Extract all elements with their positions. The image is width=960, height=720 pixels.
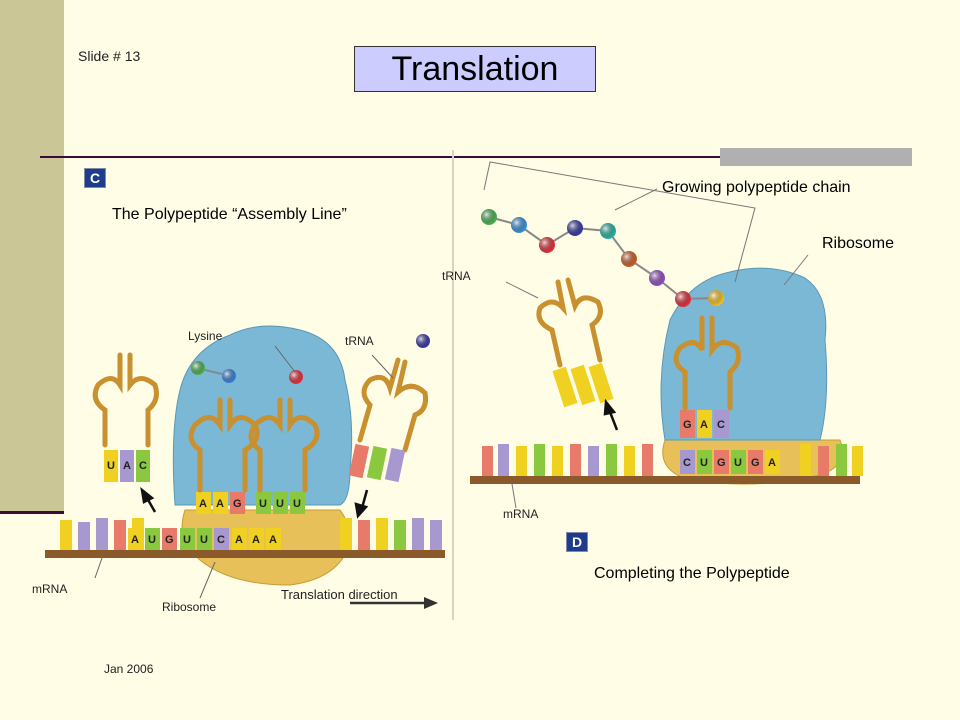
mrna-strand-c [60,518,442,550]
trna-d-departing [536,277,603,368]
gray-accent-bar [720,148,912,166]
incoming-anticodon-c: U A C [104,450,150,482]
label-mrna-d: mRNA [503,507,539,521]
slide-number: Slide # 13 [78,48,141,64]
incoming-anticodon-1: U [107,460,115,472]
anticodon-d-1: G [683,419,692,431]
anticodon-c-1: A [199,498,207,510]
anticodon-c-2: A [216,498,224,510]
panel-d-caption: Completing the Polypeptide [594,565,790,582]
incoming-anticodon-3: C [139,460,147,472]
codon-c-9: A [269,534,277,546]
mrna-backbone [45,550,445,558]
departing-trna-tail [552,362,614,408]
anticodon-d-2: A [700,419,708,431]
label-ribosome-c: Ribosome [162,600,217,614]
anticodon-c-4: U [259,498,267,510]
label-lysine: Lysine [188,329,223,343]
anticodon-c-5: U [276,498,284,510]
codon-d-2: U [700,457,708,469]
panel-c-caption: The Polypeptide “Assembly Line” [112,206,347,223]
codon-d-5: G [751,457,760,469]
chain-bracket [483,161,756,283]
arrow-icon [603,398,619,431]
sidebar-strip [0,0,64,512]
anticodon-d-3: C [717,419,725,431]
codon-d-1: C [683,457,691,469]
anticodon-c-3: G [233,498,242,510]
mrna-backbone-d [470,476,860,484]
label-growing-chain: Growing polypeptide chain [662,179,851,196]
ribosome-large-subunit-d [660,267,828,441]
trna-d-ribosome [673,315,741,411]
label-mrna-c: mRNA [32,582,68,596]
mrna-strand-d [482,444,863,476]
codon-d-4: U [734,457,742,469]
codon-d-6: A [768,457,776,469]
mrna-codons-d: C U G U G A [680,450,780,474]
codon-c-5: U [200,534,208,546]
panel-d-badge: D [566,532,588,552]
trna-c-ribosome-2 [248,397,320,493]
codon-c-4: U [183,534,191,546]
codon-c-8: A [252,534,260,546]
ribosome-anticodons-c: A A G U U U [196,492,305,514]
codon-c-6: C [217,534,225,546]
slide-title: Translation [354,46,596,92]
sidebar-rule [0,511,64,514]
panel-c-badge: C [84,168,106,188]
codon-d-3: G [717,457,726,469]
translation-direction-arrow [350,597,438,609]
ribosome-anticodon-d: G A C [680,410,729,438]
incoming-anticodon-2: A [123,460,131,472]
anticodon-c-6: U [293,498,301,510]
trna-c-incoming-left [92,352,159,448]
codon-c-2: U [148,534,156,546]
codon-c-7: A [235,534,243,546]
slide-date: Jan 2006 [104,662,154,676]
codon-c-3: G [165,534,174,546]
trna-c-incoming-right [357,357,428,453]
incoming-trna-right-tail [348,443,406,483]
mrna-codons-c: A U G U U C A A A [128,528,281,550]
title-rule [40,156,912,158]
label-ribosome-d: Ribosome [822,235,895,252]
arrow-icon [140,486,369,519]
label-translation-direction: Translation direction [281,587,398,602]
polypeptide-beads [481,209,724,307]
panel-divider [452,150,454,620]
label-trna-d: tRNA [442,269,471,283]
codon-c-1: A [131,534,139,546]
label-trna-c: tRNA [345,334,374,348]
